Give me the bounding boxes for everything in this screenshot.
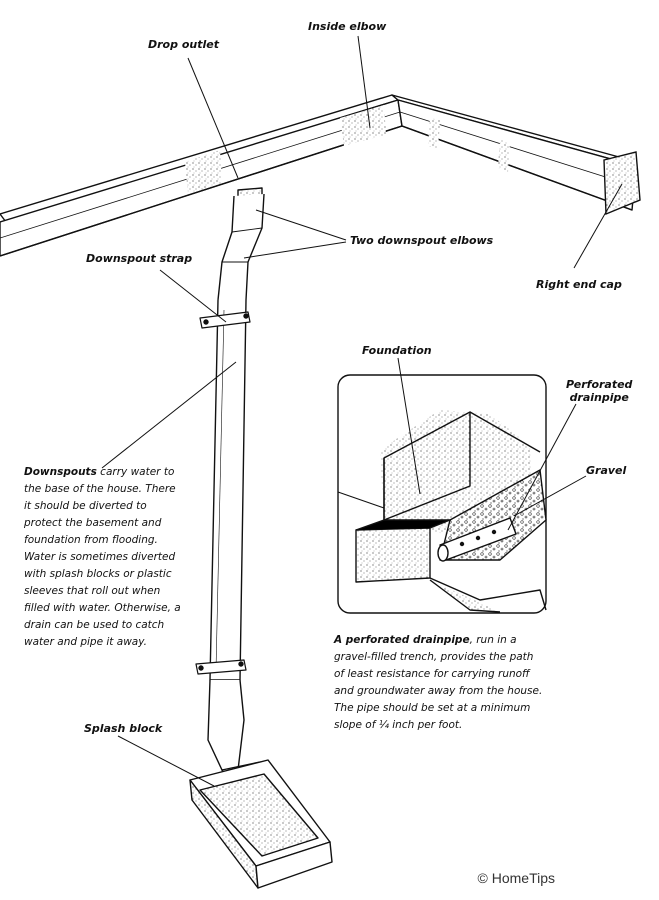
label-downspout-strap: Downspout strap xyxy=(86,252,193,265)
drainpipe-note-line: slope of ¼ inch per foot. xyxy=(334,719,463,731)
label-foundation: Foundation xyxy=(362,344,432,357)
downspouts-note-line: foundation from flooding. xyxy=(24,534,158,546)
leader-drop-outlet xyxy=(187,57,239,179)
leader-inside-elbow xyxy=(357,35,371,129)
drainpipe-note-line: gravel-filled trench, provides the path xyxy=(334,651,534,663)
label-two-downspout-elbows: Two downspout elbows xyxy=(350,234,494,247)
downspouts-note-line: Water is sometimes diverted xyxy=(24,551,176,563)
drainpipe-note-line: of least resistance for carrying runoff xyxy=(334,668,530,680)
leader-gravel xyxy=(513,475,587,517)
label-perforated-drainpipe: Perforated drainpipe xyxy=(566,378,632,404)
leader-perforated-drainpipe xyxy=(507,403,577,531)
splash-block xyxy=(189,759,333,889)
leader-downspout-strap xyxy=(159,269,227,323)
right-end-cap xyxy=(603,151,641,216)
label-drop-outlet: Drop outlet xyxy=(148,38,219,51)
leader-lines xyxy=(101,35,623,787)
downspouts-note: Downspouts carry water to the base of th… xyxy=(24,464,214,651)
downspouts-note-line: carry water to xyxy=(96,466,175,478)
downspouts-note-line: filled with water. Otherwise, a xyxy=(24,602,181,614)
drainpipe-note-line: and groundwater away from the house. xyxy=(334,685,543,697)
downspouts-note-line: with splash blocks or plastic xyxy=(24,568,172,580)
downspouts-note-lead: Downspouts xyxy=(24,466,97,478)
downspouts-note-line: it should be diverted to xyxy=(24,500,147,512)
leader-right-end-cap xyxy=(573,183,623,269)
label-perforated-line2: drainpipe xyxy=(569,391,629,404)
drainpipe-note-line: The pipe should be set at a minimum xyxy=(334,702,531,714)
label-inside-elbow: Inside elbow xyxy=(308,20,387,33)
drainpipe-note-line: , run in a xyxy=(469,634,517,646)
gutter-right-run xyxy=(391,94,637,211)
downspouts-note-line: the base of the house. There xyxy=(24,483,176,495)
leader-splash-block xyxy=(117,735,215,787)
leader-foundation xyxy=(397,357,421,495)
downspouts-note-line: sleeves that roll out when xyxy=(24,585,161,597)
foundation-inset xyxy=(337,374,547,614)
label-splash-block: Splash block xyxy=(84,722,163,735)
copyright-notice: © HomeTips xyxy=(477,870,555,886)
downspouts-note-line: protect the basement and xyxy=(24,517,162,529)
drainpipe-note: A perforated drainpipe, run in a gravel-… xyxy=(334,632,594,734)
downspouts-note-line: water and pipe it away. xyxy=(24,636,147,648)
label-perforated-line1: Perforated xyxy=(566,378,633,391)
leader-downspouts-note xyxy=(101,361,237,469)
leader-two-elbows-lower xyxy=(243,241,347,259)
label-gravel: Gravel xyxy=(586,464,627,477)
downspout xyxy=(195,187,265,797)
leader-two-elbows-upper xyxy=(255,209,347,241)
label-right-end-cap: Right end cap xyxy=(536,278,622,291)
downspouts-note-line: drain can be used to catch xyxy=(24,619,165,631)
drainpipe-note-lead: A perforated drainpipe xyxy=(334,634,470,646)
perforated-drainpipe xyxy=(437,517,517,562)
gutter-left-run xyxy=(0,94,403,257)
